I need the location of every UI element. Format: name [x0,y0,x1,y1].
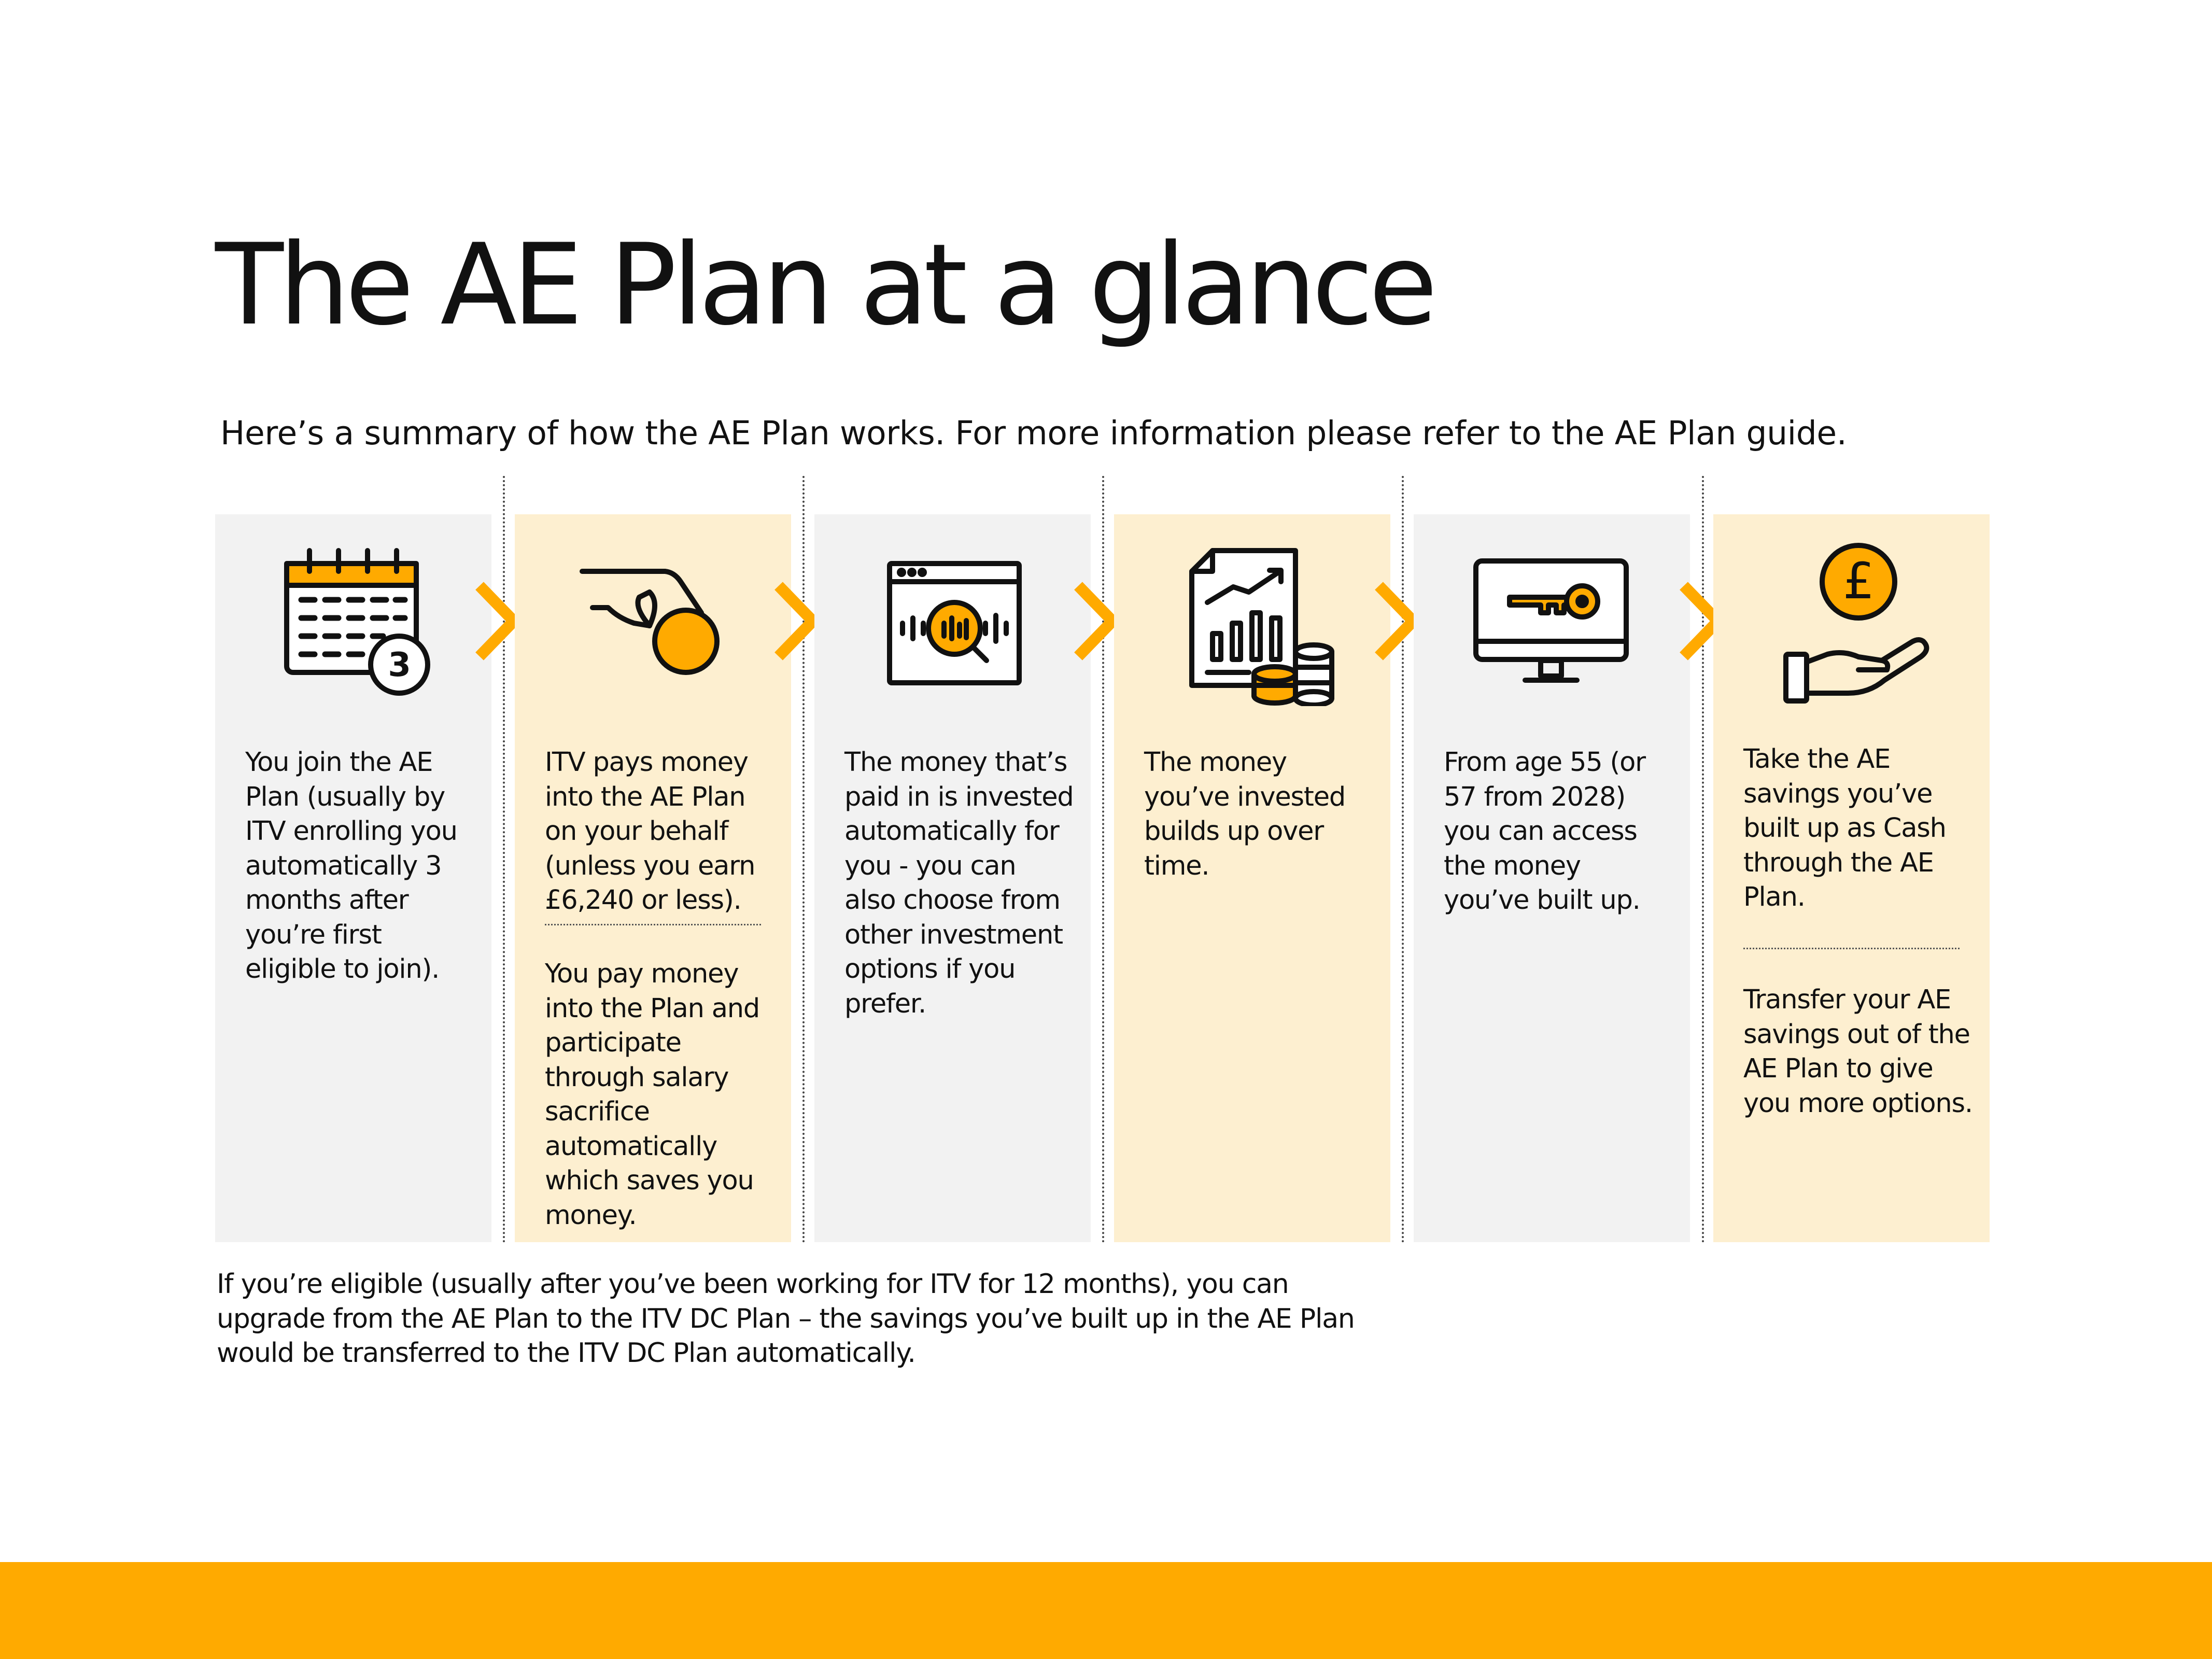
monitor-key-icon [1471,540,1637,706]
dotted-divider [545,924,761,925]
step-5-panel: From age 55 (or 57 from 2028) you can ac… [1414,514,1690,1242]
footnote: If you’re eligible (usually after you’ve… [217,1269,1355,1369]
page-subtitle: Here’s a summary of how the AE Plan work… [220,414,1847,452]
calendar-badge-number: 3 [388,646,410,684]
chevron-right-icon [1067,574,1124,668]
step-2-text: ITV pays money into the AE Plan on your … [545,747,755,916]
step-4-panel: The money you’ve invested builds up over… [1114,514,1390,1242]
column-separator [1402,476,1404,1243]
column-separator [1702,476,1704,1243]
page-title: The AE Plan at a glance [215,220,1438,350]
step-3-text: The money that’s paid in is invested aut… [844,747,1074,1019]
step-3-panel: The money that’s paid in is invested aut… [814,514,1091,1242]
step-1-panel: 3 You join the AE Plan (usually by ITV e… [215,514,491,1242]
hand-coin-icon [572,540,738,706]
column-separator [503,476,505,1243]
column-separator [1102,476,1104,1243]
calendar-icon: 3 [272,540,438,706]
step-5-text: From age 55 (or 57 from 2028) you can ac… [1444,747,1646,916]
chevron-right-icon [468,574,525,668]
chevron-right-icon [767,574,824,668]
step-2-text-2: You pay money into the Plan and particip… [545,959,760,1231]
dotted-divider [1743,948,1960,949]
step-4-text: The money you’ve invested builds up over… [1144,747,1346,881]
step-6-panel: £ Take the AE savings you’ve built up as… [1713,514,1990,1242]
hand-pound-icon: £ [1770,540,1936,706]
report-coins-icon [1171,540,1337,706]
step-2-panel: ITV pays money into the AE Plan on your … [515,514,791,1242]
step-6-text-2: Transfer your AE savings out of the AE P… [1743,985,1973,1119]
step-1-text: You join the AE Plan (usually by ITV enr… [245,747,458,985]
browser-analytics-icon [871,540,1037,706]
step-6-text: Take the AE savings you’ve built up as C… [1743,744,1947,912]
column-separator [802,476,805,1243]
chevron-right-icon [1368,574,1425,668]
bottom-accent-bar [0,1562,2212,1659]
pound-symbol: £ [1843,552,1874,610]
